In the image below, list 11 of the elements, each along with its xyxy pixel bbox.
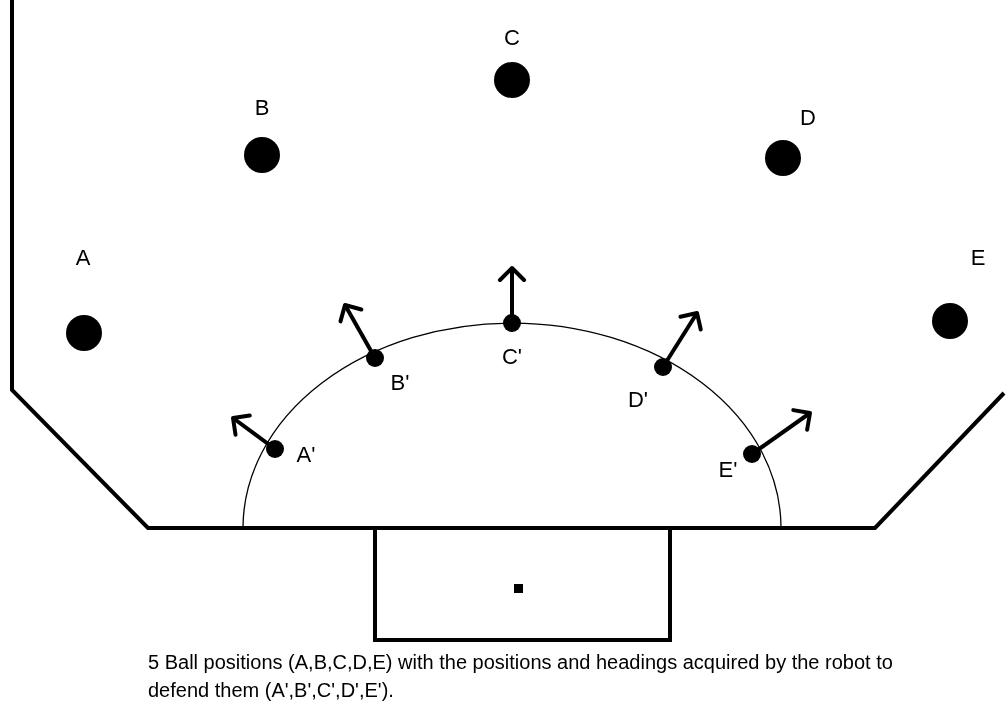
ball-label: E <box>970 246 986 270</box>
robot-position-label: D' <box>627 388 649 412</box>
ball-label: B <box>254 96 270 120</box>
robot-position-label: E' <box>718 458 738 482</box>
robot-position-label: A' <box>296 443 316 467</box>
robot-position-label: B' <box>390 371 410 395</box>
ball-label: A <box>75 246 91 270</box>
ball-label: C <box>504 26 520 50</box>
ball-label: D <box>800 106 816 130</box>
caption: 5 Ball positions (A,B,C,D,E) with the positions and headings acquired by the robot to defend them (A',B',C',D',E'). <box>148 650 894 703</box>
robot-position-label: C' <box>501 345 523 369</box>
